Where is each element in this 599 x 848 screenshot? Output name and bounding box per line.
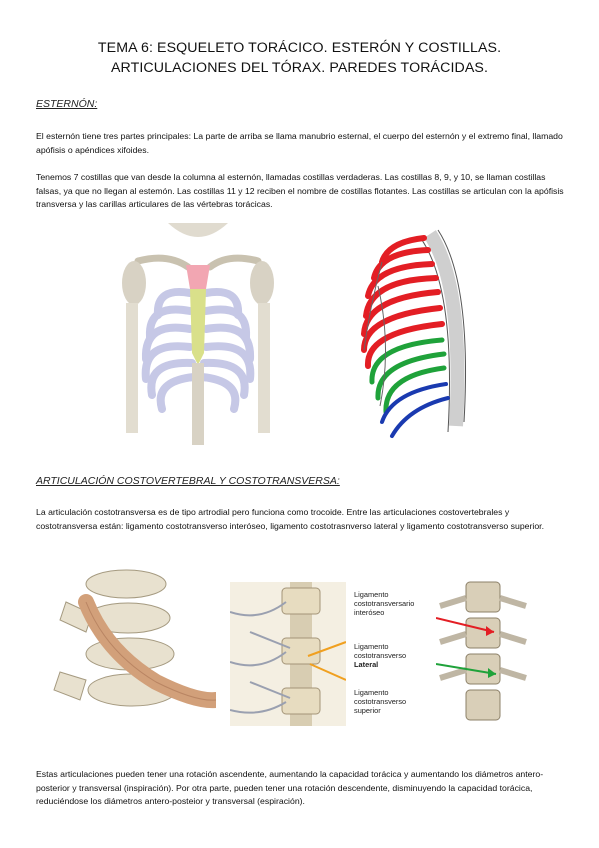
paragraph-costillas: Tenemos 7 costillas que van desde la col…: [36, 172, 564, 210]
paragraph-rotacion: Estas articulaciones pueden tener una ro…: [36, 769, 544, 807]
page-title: TEMA 6: ESQUELETO TORÁCICO. ESTERÓN Y CO…: [20, 38, 579, 78]
title-line-2: ARTICULACIONES DEL TÓRAX. PAREDES TORÁCI…: [110, 60, 489, 76]
column-ligament-arrows-figure: [436, 578, 530, 728]
section-heading-articulacion: ARTICULACIÓN COSTOVERTEBRAL Y COSTOTRANS…: [36, 475, 340, 487]
label-ligamento-lateral: Ligamento costotransverso Lateral: [354, 642, 407, 669]
section-heading-esternon: ESTERNÓN:: [36, 98, 98, 110]
thorax-skeleton-figure: [118, 223, 278, 445]
rib-cage-lateral-figure: [352, 226, 480, 444]
paragraph-esternon-parts: El esternón tiene tres partes principale…: [36, 131, 563, 155]
vertebra-rib-figure: [36, 562, 216, 722]
label-ligamento-interoseo: Ligamento costotransversario interóseo: [354, 590, 415, 617]
title-line-1: TEMA 6: ESQUELETO TORÁCICO. ESTERÓN Y CO…: [97, 40, 502, 56]
label-ligamento-superior: Ligamento costotransverso superior: [354, 688, 407, 715]
ligament-diagram-figure: [230, 582, 346, 726]
paragraph-articulacion: La articulación costotransversa es de ti…: [36, 507, 544, 531]
